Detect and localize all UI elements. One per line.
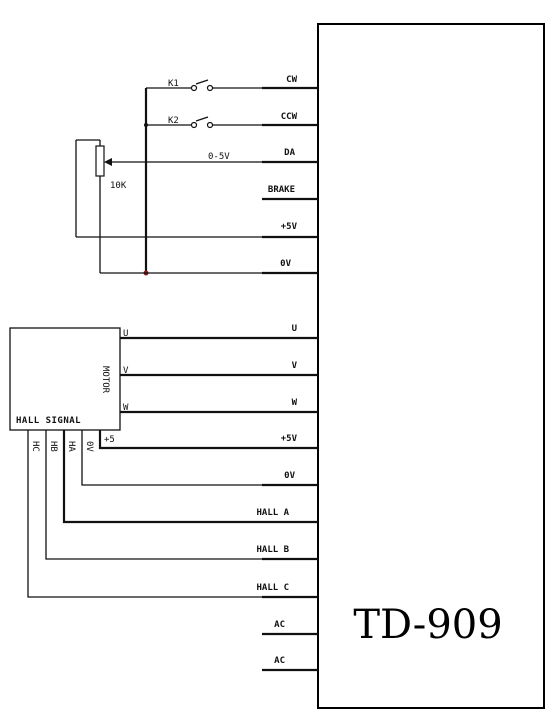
pin-label-hall-0v: 0V [284,471,295,481]
pin-label-5v: +5V [281,222,298,232]
hall-pin-hb: HB [48,441,58,452]
motor-phase-u: U [123,329,128,339]
potentiometer-label: 10K [110,181,127,191]
controller-model-label: TD-909 [353,602,502,648]
motor-phase-v: V [123,366,129,376]
k1-contact-left [190,84,198,92]
hall-pin-ha: HA [66,441,76,452]
motor-power-label: +5 [104,435,115,445]
pin-label-0v: 0V [280,259,291,269]
pin-label-v: V [292,361,298,371]
pin-label-hall-b: HALL B [256,545,289,555]
wiper-arrow [104,158,112,166]
control-wiring [75,79,262,276]
k1-label: K1 [168,79,179,89]
pin-label-hall-c: HALL C [256,583,289,593]
hall-pin-hc: HC [30,441,40,452]
terminal-stubs [262,86,318,672]
pin-label-cw: CW [286,75,297,85]
motor-wiring [27,336,262,598]
pin-label-u: U [292,324,297,334]
motor-phase-w: W [123,403,129,413]
hall-signal-label: HALL SIGNAL [16,416,81,426]
motor-label: MOTOR [100,366,110,394]
k1-contact-right [206,84,214,92]
potentiometer-range-label: 0-5V [208,152,230,162]
pin-label-ccw: CCW [281,112,298,122]
potentiometer-body [95,145,105,177]
pin-label-ac-1: AC [274,620,285,630]
pin-label-hall-5v: +5V [281,434,298,444]
hall-pin-0v: 0V [84,441,94,452]
pin-label-hall-a: HALL A [256,508,289,518]
k2-contact-right [206,121,214,129]
pin-label-w: W [292,398,298,408]
k2-label: K2 [168,116,179,126]
motor-box [9,327,121,431]
k2-contact-left [190,121,198,129]
controller-box [317,23,545,709]
pin-label-brake: BRAKE [268,185,295,195]
pin-labels: CW CCW DA BRAKE +5V 0V U V W +5V 0V HALL… [256,75,297,666]
pin-label-ac-2: AC [274,656,285,666]
pin-label-da: DA [284,148,295,158]
